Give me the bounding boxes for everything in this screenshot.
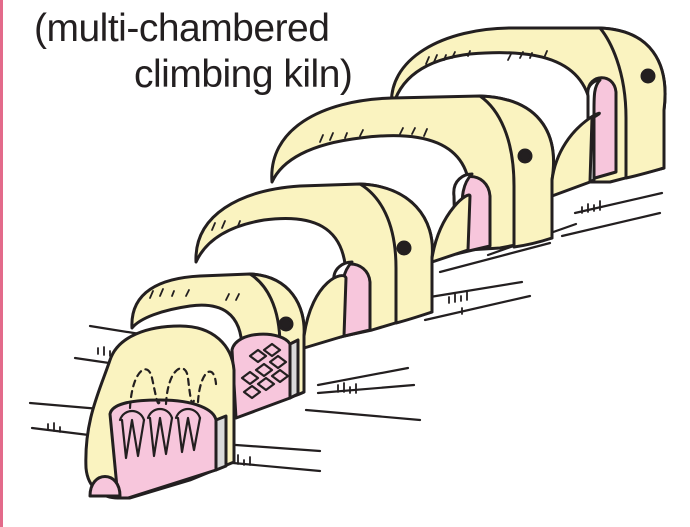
kiln-firebox — [86, 326, 234, 498]
kiln-chamber-3 — [272, 96, 600, 254]
